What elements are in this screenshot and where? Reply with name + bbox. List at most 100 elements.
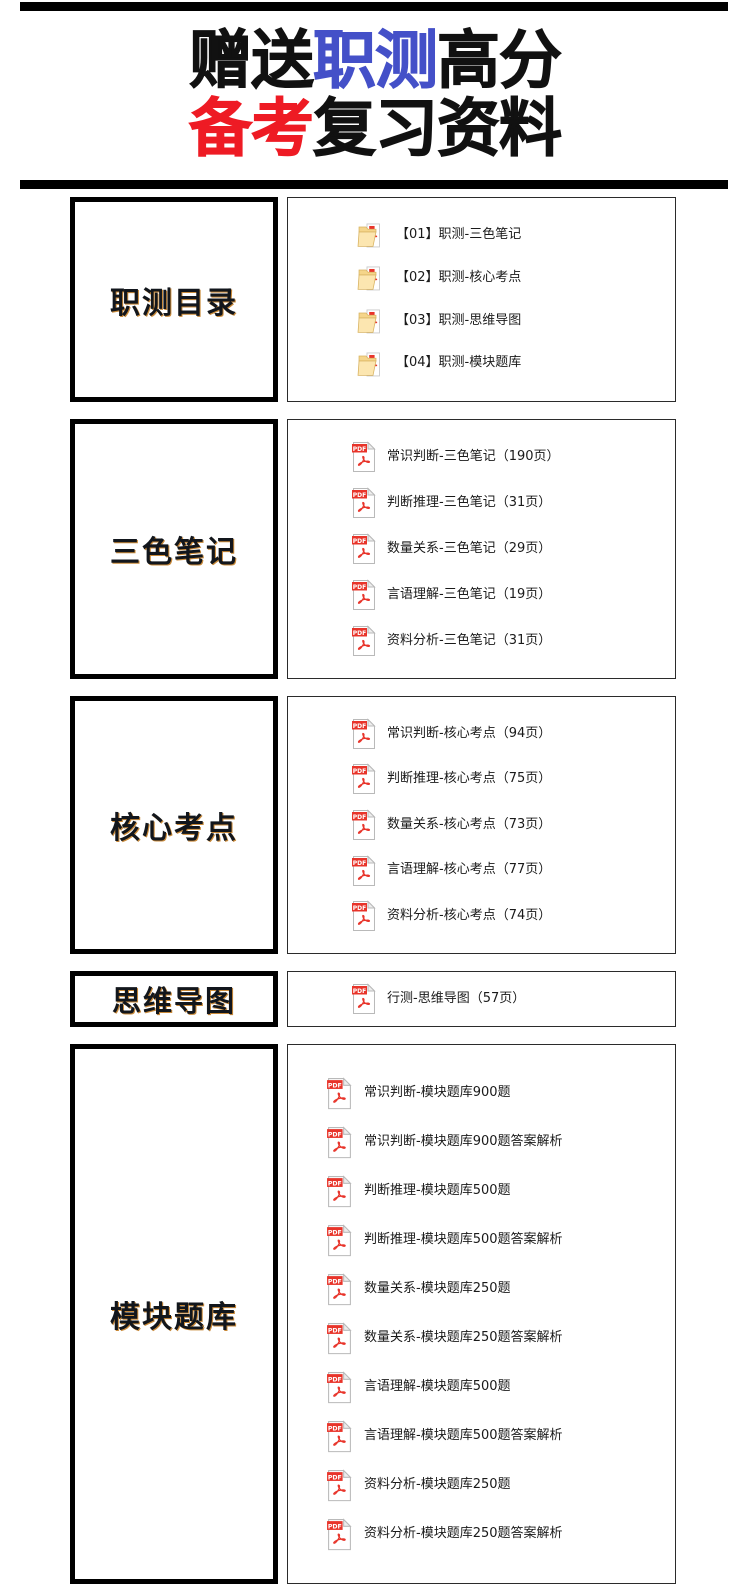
file-name: 言语理解-三色笔记（19页） [387, 586, 552, 602]
file-name: 行测-思维导图（57页） [387, 990, 526, 1006]
file-name: 常识判断-模块题库900题答案解析 [364, 1134, 563, 1150]
svg-text:PDF: PDF [328, 1523, 342, 1530]
file-list-item[interactable]: 【02】职测-核心考点 [288, 257, 675, 300]
section-label-bank: 模块题库 [110, 1300, 238, 1335]
file-name: 资料分析-核心考点（74页） [387, 908, 552, 924]
title-segment: 高分 [437, 23, 563, 97]
section-label-core: 核心考点 [110, 811, 238, 846]
pdf-icon: PDF [326, 1077, 353, 1110]
section-label-box-dir: 职测目录 [70, 197, 278, 402]
pdf-icon: PDF [351, 763, 377, 795]
file-list-item[interactable]: PDF 判断推理-模块题库500题答案解析 [288, 1216, 675, 1265]
svg-text:PDF: PDF [353, 905, 366, 912]
svg-text:PDF: PDF [353, 988, 366, 995]
file-list-item[interactable]: PDF 资料分析-模块题库250题答案解析 [288, 1510, 675, 1559]
svg-text:PDF: PDF [328, 1327, 342, 1334]
file-name: 【01】职测-三色笔记 [396, 227, 522, 243]
section-label-notes: 三色笔记 [110, 535, 238, 570]
file-name: 判断推理-模块题库500题答案解析 [364, 1232, 563, 1248]
title-segment: 赠送 [189, 23, 315, 97]
file-name: 言语理解-模块题库500题答案解析 [364, 1428, 563, 1444]
title-segment: 备考 [189, 92, 315, 165]
svg-text:PDF: PDF [353, 814, 366, 821]
title-segment: 复习资料 [313, 92, 563, 165]
file-list-inner: 【01】职测-三色笔记【02】职测-核心考点【03】职测-思维导图【04】职测-… [288, 198, 675, 401]
pdf-icon: PDF [326, 1322, 353, 1355]
pdf-icon: PDF [351, 625, 377, 657]
file-name: 【02】职测-核心考点 [396, 269, 522, 285]
file-name: 常识判断-模块题库900题 [364, 1085, 511, 1101]
file-list-item[interactable]: PDF 数量关系-三色笔记（29页） [288, 526, 675, 572]
svg-text:PDF: PDF [328, 1474, 342, 1481]
pdf-icon: PDF [326, 1371, 353, 1404]
section-label-box-bank: 模块题库 [70, 1044, 278, 1584]
svg-text:PDF: PDF [353, 768, 366, 775]
file-name: 数量关系-模块题库250题 [364, 1281, 511, 1297]
file-list-item[interactable]: PDF 常识判断-模块题库900题答案解析 [288, 1118, 675, 1167]
file-list-item[interactable]: PDF 判断推理-核心考点（75页） [288, 757, 675, 803]
file-name: 数量关系-三色笔记（29页） [387, 540, 552, 556]
file-list-item[interactable]: PDF 资料分析-核心考点（74页） [288, 893, 675, 939]
svg-text:PDF: PDF [328, 1082, 342, 1089]
file-list-item[interactable]: PDF 资料分析-模块题库250题 [288, 1461, 675, 1510]
file-list-item[interactable]: 【03】职测-思维导图 [288, 300, 675, 343]
section-mind: 思维导图 PDF 行测-思维导图（57页） [0, 971, 750, 1027]
poster-title: 赠送职测高分 备考复习资料 [0, 10, 750, 180]
svg-text:PDF: PDF [353, 492, 366, 499]
file-name: 常识判断-核心考点（94页） [387, 725, 552, 741]
poster-header: 赠送职测高分 备考复习资料 [0, 0, 750, 192]
section-label-mind: 思维导图 [111, 984, 236, 1018]
section-file-list-mind: PDF 行测-思维导图（57页） [287, 971, 676, 1027]
section-file-list-dir: 【01】职测-三色笔记【02】职测-核心考点【03】职测-思维导图【04】职测-… [287, 197, 676, 402]
pdf-icon: PDF [326, 1224, 353, 1257]
file-name: 资料分析-模块题库250题答案解析 [364, 1526, 563, 1542]
file-list-item[interactable]: PDF 言语理解-三色笔记（19页） [288, 572, 675, 618]
pdf-icon: PDF [326, 1518, 353, 1551]
file-list-inner: PDF 行测-思维导图（57页） [288, 972, 675, 1026]
pdf-icon: PDF [351, 579, 377, 611]
header-rule-bottom [20, 180, 728, 189]
file-list-item[interactable]: PDF 言语理解-模块题库500题答案解析 [288, 1412, 675, 1461]
file-list-item[interactable]: PDF 行测-思维导图（57页） [288, 972, 675, 1026]
file-list-item[interactable]: PDF 常识判断-模块题库900题 [288, 1069, 675, 1118]
pdf-icon: PDF [326, 1273, 353, 1306]
folder-icon [357, 263, 383, 293]
pdf-icon: PDF [326, 1126, 353, 1159]
file-list-item[interactable]: PDF 数量关系-模块题库250题 [288, 1265, 675, 1314]
svg-text:PDF: PDF [353, 859, 366, 866]
section-label-box-mind: 思维导图 [70, 971, 278, 1027]
svg-text:PDF: PDF [328, 1376, 342, 1383]
pdf-icon: PDF [326, 1420, 353, 1453]
file-name: 判断推理-核心考点（75页） [387, 771, 552, 787]
section-label-box-core: 核心考点 [70, 696, 278, 954]
file-name: 资料分析-模块题库250题 [364, 1477, 511, 1493]
pdf-icon: PDF [326, 1175, 353, 1208]
pdf-icon: PDF [351, 854, 377, 887]
pdf-icon: PDF [351, 533, 377, 565]
section-label-box-notes: 三色笔记 [70, 419, 278, 679]
file-list-item[interactable]: 【04】职测-模块题库 [288, 342, 675, 385]
title-segment: 职测 [313, 23, 439, 97]
pdf-icon: PDF [351, 718, 377, 750]
pdf-icon: PDF [326, 1469, 353, 1502]
file-list-item[interactable]: PDF 常识判断-核心考点（94页） [288, 711, 675, 757]
svg-text:PDF: PDF [353, 538, 366, 545]
svg-text:PDF: PDF [328, 1229, 342, 1236]
file-list-item[interactable]: 【01】职测-三色笔记 [288, 214, 675, 257]
section-label-dir: 职测目录 [110, 285, 238, 321]
svg-text:PDF: PDF [328, 1180, 342, 1187]
file-name: 【04】职测-模块题库 [396, 355, 522, 371]
section-dir: 职测目录 【01】职测-三色笔记【02】职测-核心考点【03】职测-思维导图【04… [0, 197, 750, 402]
